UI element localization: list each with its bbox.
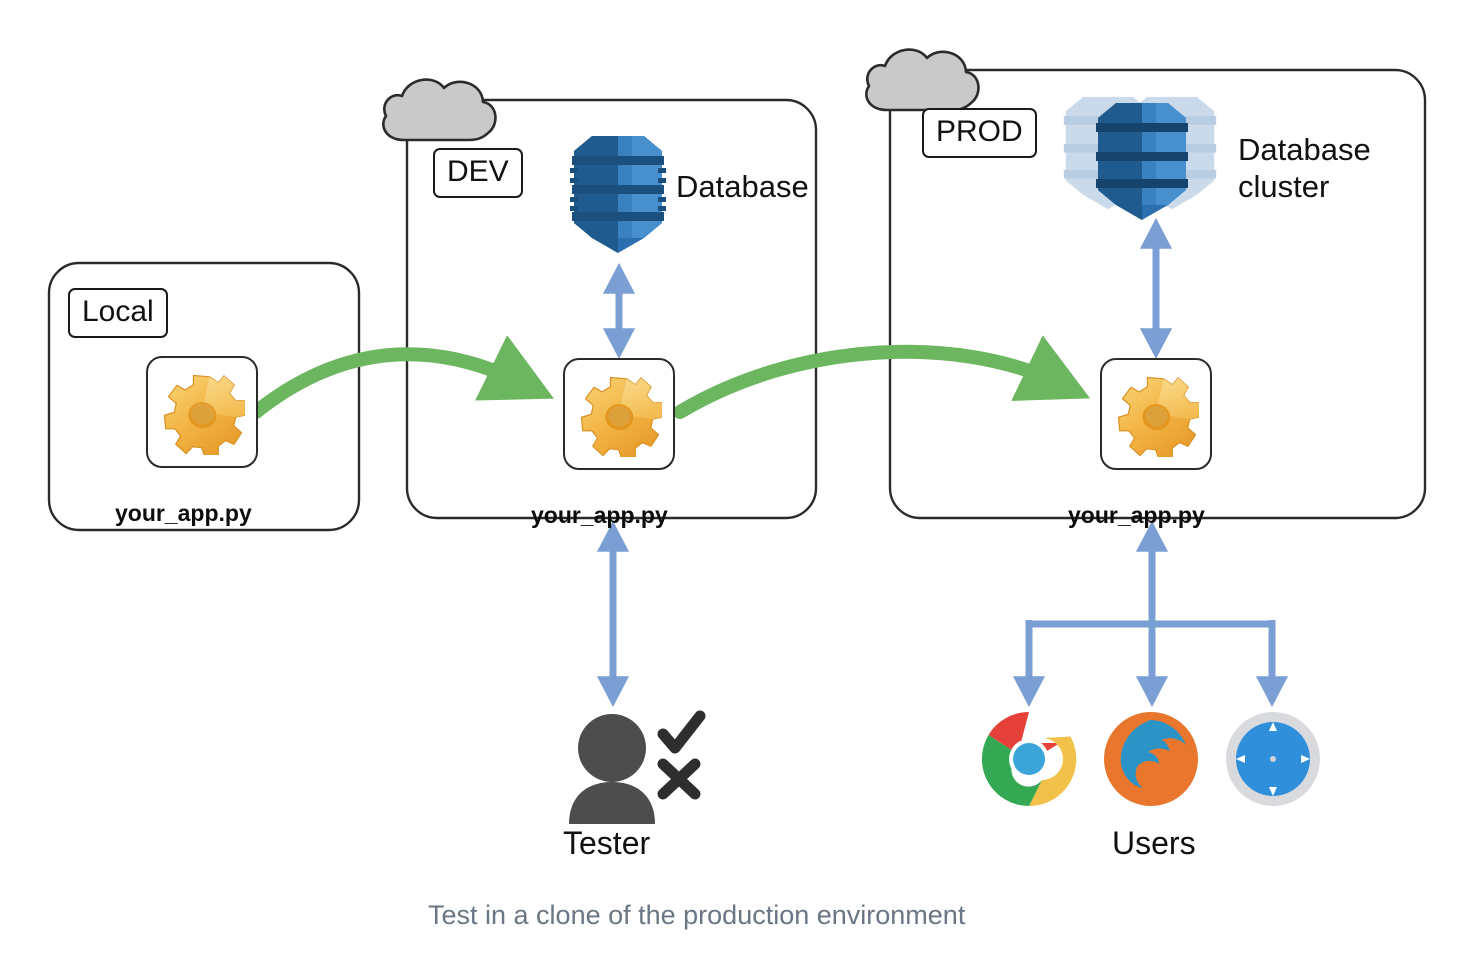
gear-icon <box>1117 376 1199 457</box>
database-cluster-icon <box>1063 96 1217 220</box>
figure-caption: Test in a clone of the production enviro… <box>428 900 966 930</box>
env-label-prod: PROD <box>922 108 1037 158</box>
users-label: Users <box>1112 825 1196 861</box>
app-tile-local[interactable] <box>146 356 258 468</box>
arrow-prod-app-to-users <box>1012 521 1289 707</box>
chrome-icon <box>981 711 1077 807</box>
gear-icon <box>163 374 245 455</box>
cloud-icon <box>865 48 980 112</box>
database-label-prod-line2: cluster <box>1238 169 1330 204</box>
app-tile-prod[interactable] <box>1100 358 1212 470</box>
firefox-icon <box>1104 712 1198 806</box>
cross-icon <box>657 758 701 800</box>
tester-label: Tester <box>563 825 651 861</box>
database-icon <box>570 136 666 253</box>
cloud-icon <box>382 78 497 142</box>
tester-person-icon <box>569 710 706 824</box>
database-label-dev: Database <box>676 169 809 204</box>
arrow-deploy-dev-to-prod <box>673 335 1091 419</box>
check-icon <box>657 710 706 754</box>
env-label-local: Local <box>68 288 168 338</box>
env-label-dev: DEV <box>433 148 523 198</box>
safari-icon <box>1226 712 1320 806</box>
app-tile-dev[interactable] <box>563 358 675 470</box>
gear-icon <box>580 376 662 457</box>
app-caption-prod: your_app.py <box>1068 502 1205 528</box>
app-caption-local: your_app.py <box>115 500 252 526</box>
arrow-deploy-local-to-dev <box>249 335 554 419</box>
app-caption-dev: your_app.py <box>531 502 668 528</box>
database-label-prod-line1: Database <box>1238 132 1371 167</box>
